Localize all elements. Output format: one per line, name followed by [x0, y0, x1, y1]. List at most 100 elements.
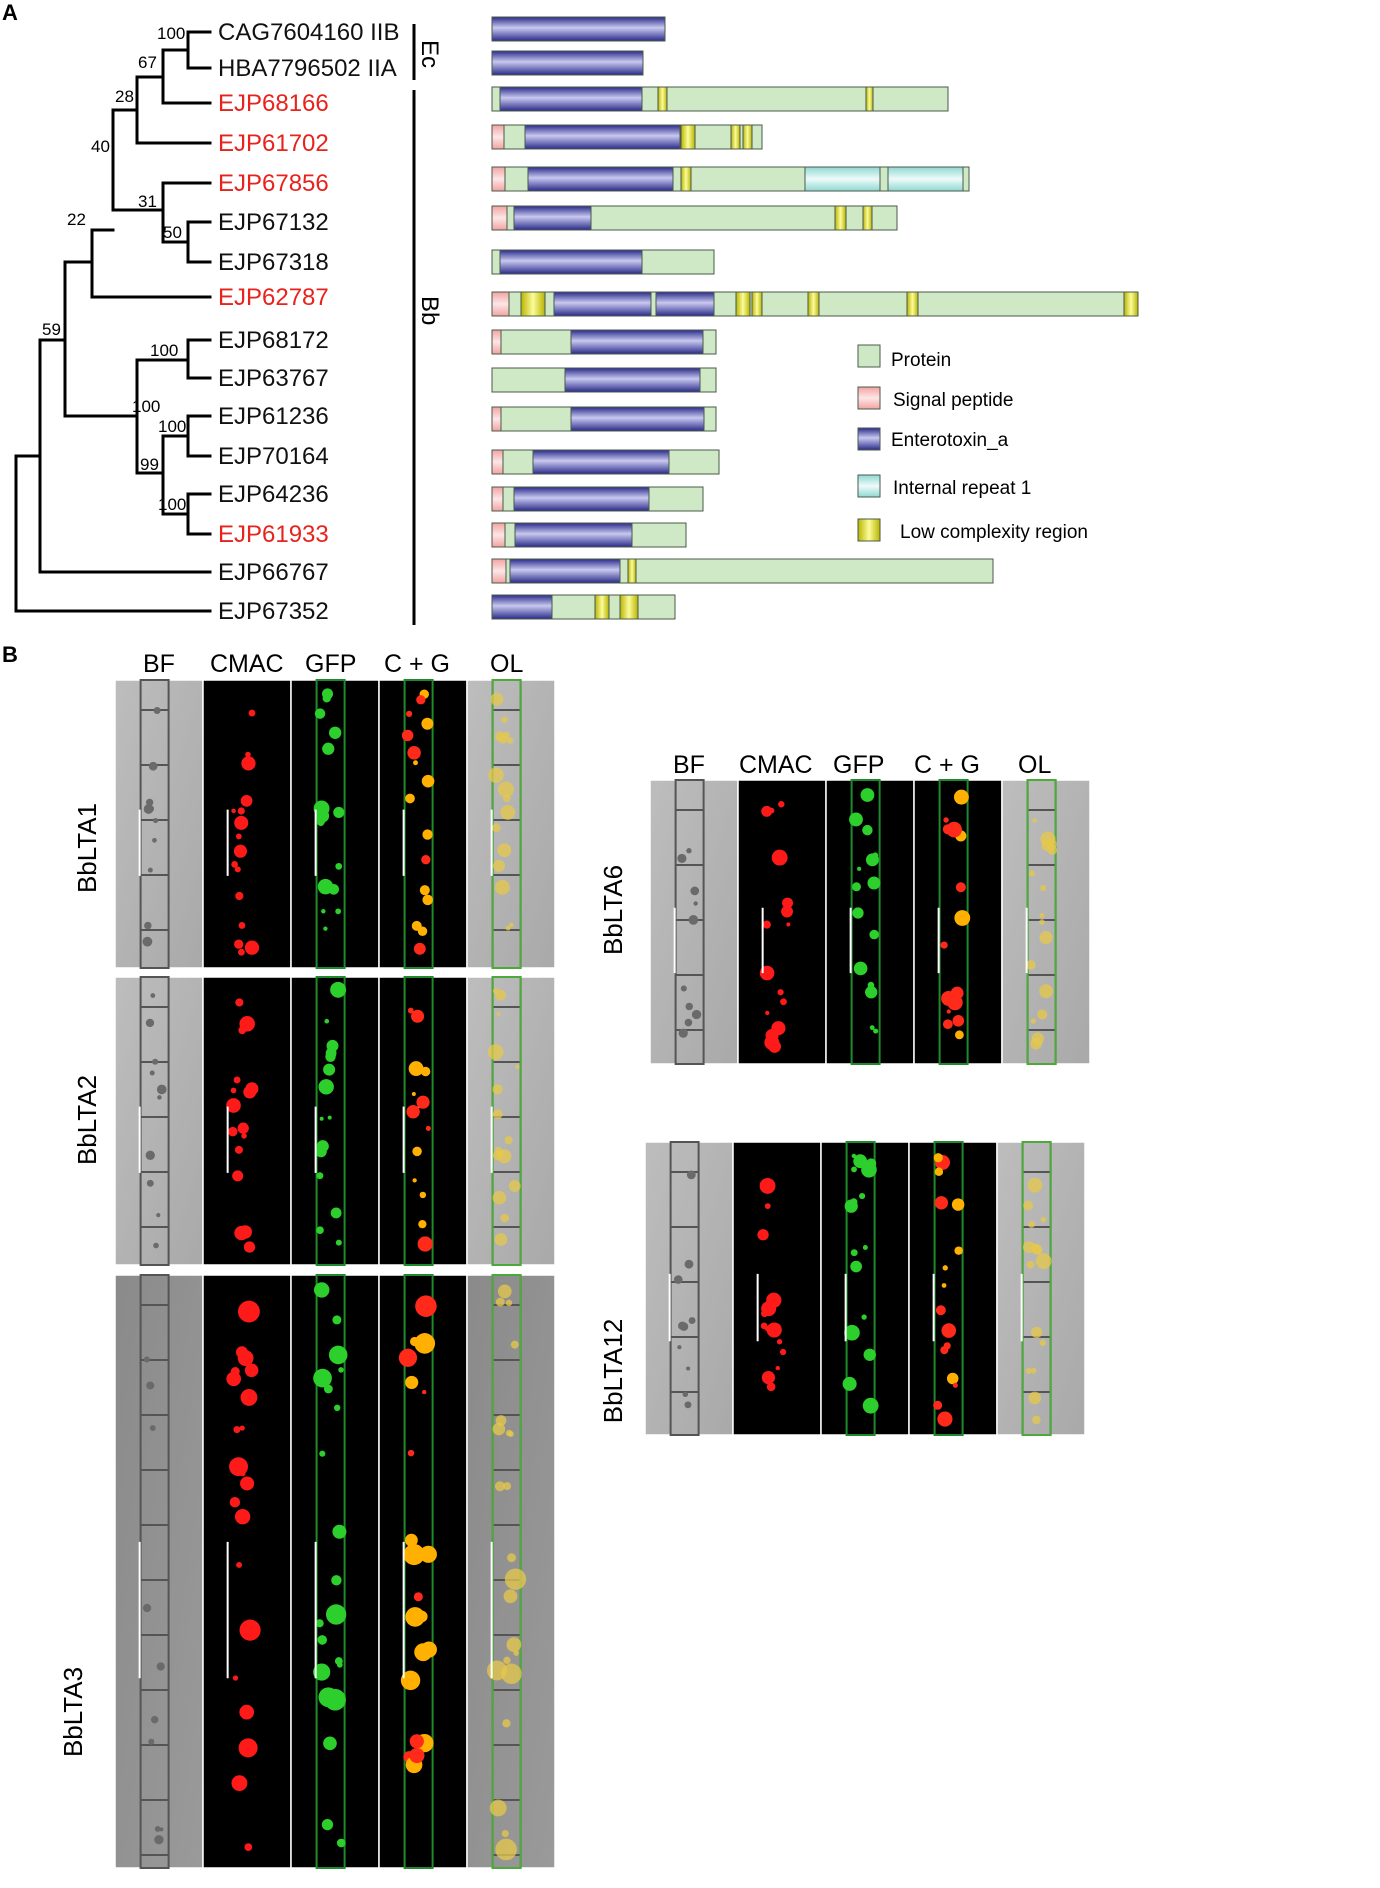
taxon-label: EJP67132	[218, 209, 329, 236]
vacuole	[775, 1365, 781, 1371]
column-header-ol: OL	[1018, 751, 1051, 779]
vacuole	[954, 1030, 964, 1040]
vacuole	[323, 1384, 333, 1394]
vacuole	[956, 990, 963, 996]
domain-signal-peptide	[491, 558, 507, 584]
column-header-ol: OL	[490, 650, 523, 678]
vacuole	[322, 688, 334, 700]
domain-signal-peptide	[491, 406, 502, 432]
vacuole	[325, 1051, 336, 1062]
granule	[693, 901, 698, 906]
granule	[688, 915, 699, 925]
vacuole	[405, 710, 413, 717]
vacuole	[326, 1039, 339, 1052]
vacuole	[330, 981, 347, 998]
vacuole	[946, 821, 962, 838]
bootstrap-value: 59	[42, 320, 61, 339]
vacuole	[782, 897, 794, 909]
vacuole	[853, 961, 868, 976]
vacuole	[229, 1496, 241, 1508]
micrograph-background	[378, 1274, 468, 1869]
vacuole	[421, 717, 434, 730]
legend-swatch-protein	[857, 344, 881, 368]
granule	[685, 1002, 693, 1011]
granule	[146, 1381, 155, 1390]
vacuole	[1028, 1391, 1042, 1405]
vacuole	[494, 1233, 508, 1246]
vacuole	[490, 692, 504, 706]
vacuole	[943, 817, 949, 823]
granule	[148, 761, 158, 771]
vacuole	[1028, 1220, 1036, 1228]
vacuole	[232, 1170, 244, 1182]
micrograph-background	[908, 1141, 998, 1436]
micrograph-background	[732, 1141, 822, 1436]
vacuole	[941, 1283, 947, 1288]
vacuole	[859, 1192, 866, 1200]
vacuole	[323, 1736, 337, 1751]
column-header-gfp: GFP	[305, 650, 356, 678]
vacuole	[954, 1246, 963, 1255]
vacuole	[418, 1220, 427, 1229]
granule	[688, 1317, 696, 1325]
vacuole	[234, 1225, 249, 1241]
vacuole	[1030, 1326, 1043, 1339]
vacuole	[321, 1818, 334, 1831]
vacuole	[1025, 1367, 1032, 1374]
domain-enterotoxin	[509, 558, 621, 584]
ec-label: Ec	[416, 40, 443, 68]
vacuole	[506, 1637, 522, 1653]
legend-swatch-low-complexity	[857, 518, 881, 542]
vacuole	[869, 929, 879, 940]
vacuole	[226, 1098, 241, 1113]
vacuole	[414, 1643, 433, 1662]
micrograph-cg	[913, 779, 1003, 1065]
vacuole	[238, 948, 245, 956]
legend-label: Low complexity region	[900, 522, 1088, 543]
domain-low-complexity	[735, 291, 751, 317]
vacuole	[1031, 1244, 1043, 1255]
vacuole	[863, 1348, 876, 1361]
domain-enterotoxin	[553, 291, 652, 317]
vacuole	[495, 1297, 505, 1307]
vacuole	[412, 1178, 417, 1183]
micrograph-gfp	[820, 1141, 910, 1436]
micrograph-background	[290, 1274, 380, 1869]
micrograph-gfp	[825, 779, 915, 1065]
taxon-label: EJP61236	[218, 403, 329, 430]
vacuole	[244, 1363, 259, 1378]
vacuole	[765, 1028, 779, 1043]
column-header-bf: BF	[673, 751, 705, 779]
vacuole	[766, 1382, 776, 1392]
vacuole	[507, 1430, 514, 1438]
row-label: BbLTA6	[598, 865, 628, 955]
row-label: BbLTA2	[72, 1075, 102, 1165]
vacuole	[425, 1125, 431, 1131]
vacuole	[1025, 960, 1036, 970]
vacuole	[850, 1249, 858, 1257]
vacuole	[324, 1018, 330, 1024]
granule	[153, 818, 159, 824]
vacuole	[867, 981, 875, 989]
granule	[145, 1150, 155, 1160]
vacuole	[867, 876, 881, 890]
vacuole	[761, 1301, 777, 1317]
vacuole	[422, 894, 433, 906]
granule	[154, 1826, 161, 1832]
taxon-label: EJP70164	[218, 443, 329, 470]
vacuole	[333, 806, 345, 818]
vacuole	[764, 1325, 770, 1332]
vacuole	[951, 1198, 965, 1211]
granule	[677, 853, 687, 864]
vacuole	[411, 1009, 425, 1023]
row-label: BbLTA12	[598, 1319, 628, 1424]
domain-enterotoxin	[499, 86, 643, 112]
bootstrap-value: 28	[115, 87, 134, 106]
vacuole	[231, 861, 238, 868]
vacuole	[240, 1470, 246, 1477]
vacuole	[500, 1213, 510, 1223]
vacuole	[778, 801, 785, 808]
domain-enterotoxin	[491, 50, 644, 76]
micrograph-background	[825, 779, 915, 1065]
